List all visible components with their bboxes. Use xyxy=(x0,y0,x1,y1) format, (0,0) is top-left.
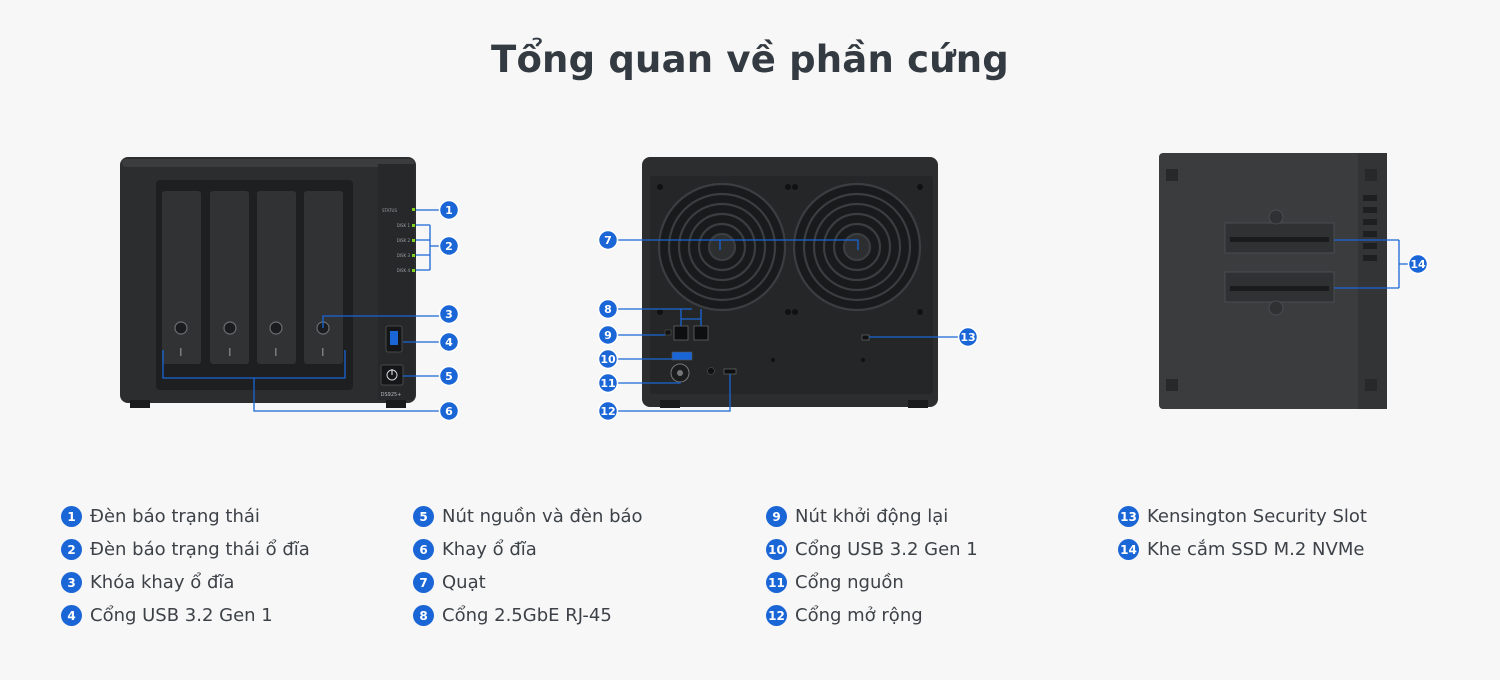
legend-item: 12 Cổng mở rộng xyxy=(766,599,978,632)
legend-label: Quạt xyxy=(442,572,486,593)
callout-10: 10 xyxy=(597,348,619,370)
svg-text:13: 13 xyxy=(960,331,975,344)
bottom-leader-lines xyxy=(1334,239,1409,289)
legend-label: Kensington Security Slot xyxy=(1147,506,1367,527)
legend-label: Nút nguồn và đèn báo xyxy=(442,506,643,527)
legend-item: 5 Nút nguồn và đèn báo xyxy=(413,500,643,533)
svg-text:2: 2 xyxy=(445,240,453,253)
legend-item: 13 Kensington Security Slot xyxy=(1118,500,1367,533)
drive-trays xyxy=(162,191,343,364)
legend-item: 7 Quạt xyxy=(413,566,643,599)
svg-text:10: 10 xyxy=(600,353,616,366)
led-label-status: STATUS xyxy=(382,208,397,213)
callout-2: 2 xyxy=(438,235,460,257)
callout-7: 7 xyxy=(597,229,619,251)
legend-label: Khay ổ đĩa xyxy=(442,539,537,560)
callout-6: 6 xyxy=(438,400,460,422)
legend-label: Cổng 2.5GbE RJ-45 xyxy=(442,605,612,626)
front-status-leds: STATUS DISK 1 DISK 2 DISK 3 DISK 4 xyxy=(382,208,415,273)
legend-item: 11 Cổng nguồn xyxy=(766,566,978,599)
legend-item: 8 Cổng 2.5GbE RJ-45 xyxy=(413,599,643,632)
led-label-disk2: DISK 2 xyxy=(397,238,411,243)
svg-text:5: 5 xyxy=(445,370,453,383)
callout-4: 4 xyxy=(438,331,460,353)
led-label-disk4: DISK 4 xyxy=(397,268,411,273)
legend-badge: 1 xyxy=(61,506,82,527)
svg-text:8: 8 xyxy=(604,303,612,316)
legend-badge: 8 xyxy=(413,605,434,626)
legend-item: 10 Cổng USB 3.2 Gen 1 xyxy=(766,533,978,566)
power-button xyxy=(380,364,404,386)
rear-leader-lines xyxy=(618,239,960,412)
m2-ssd-slots xyxy=(1224,209,1335,316)
legend-item: 14 Khe cắm SSD M.2 NVMe xyxy=(1118,533,1367,566)
front-view-figure: STATUS DISK 1 DISK 2 DISK 3 DISK 4 DS925… xyxy=(110,150,470,425)
fan-screws xyxy=(657,184,923,315)
legend-item: 4 Cổng USB 3.2 Gen 1 xyxy=(61,599,310,632)
svg-text:12: 12 xyxy=(600,405,615,418)
callout-1: 1 xyxy=(438,199,460,221)
front-usb-port xyxy=(385,325,403,353)
legend-label: Khóa khay ổ đĩa xyxy=(90,572,235,593)
led-label-disk1: DISK 1 xyxy=(397,223,411,228)
legend-badge: 11 xyxy=(766,572,787,593)
legend-column-1: 1 Đèn báo trạng thái 2 Đèn báo trạng thái … xyxy=(61,500,310,632)
legend-badge: 4 xyxy=(61,605,82,626)
legend-item: 2 Đèn báo trạng thái ổ đĩa xyxy=(61,533,310,566)
svg-text:4: 4 xyxy=(445,336,453,349)
legend-item: 3 Khóa khay ổ đĩa xyxy=(61,566,310,599)
callout-9: 9 xyxy=(597,324,619,346)
legend-column-4: 13 Kensington Security Slot 14 Khe cắm SSD… xyxy=(1118,500,1367,566)
svg-text:7: 7 xyxy=(604,234,612,247)
front-leader-lines xyxy=(162,209,440,412)
callout-14: 14 xyxy=(1407,253,1429,275)
bottom-view-figure: 14 xyxy=(1150,145,1450,420)
svg-text:9: 9 xyxy=(604,329,612,342)
cooling-fans xyxy=(657,182,922,312)
legend-badge: 6 xyxy=(413,539,434,560)
svg-text:1: 1 xyxy=(445,204,453,217)
legend-badge: 13 xyxy=(1118,506,1139,527)
svg-text:3: 3 xyxy=(445,308,453,321)
legend-label: Nút khởi động lại xyxy=(795,506,949,527)
legend-item: 6 Khay ổ đĩa xyxy=(413,533,643,566)
led-label-disk3: DISK 3 xyxy=(397,253,411,258)
svg-text:6: 6 xyxy=(445,405,453,418)
legend-badge: 7 xyxy=(413,572,434,593)
callout-5: 5 xyxy=(438,365,460,387)
legend-label: Cổng USB 3.2 Gen 1 xyxy=(795,539,978,560)
page-title: Tổng quan về phần cứng xyxy=(491,38,1009,81)
legend-label: Đèn báo trạng thái xyxy=(90,506,260,527)
legend-label: Khe cắm SSD M.2 NVMe xyxy=(1147,539,1365,560)
legend-badge: 3 xyxy=(61,572,82,593)
legend-badge: 5 xyxy=(413,506,434,527)
vent-slots xyxy=(1363,195,1377,261)
callout-3: 3 xyxy=(438,303,460,325)
model-label: DS925+ xyxy=(381,392,402,398)
callout-11: 11 xyxy=(597,372,619,394)
legend-badge: 12 xyxy=(766,605,787,626)
legend-item: 1 Đèn báo trạng thái xyxy=(61,500,310,533)
svg-text:14: 14 xyxy=(1410,258,1426,271)
callout-13: 13 xyxy=(957,326,979,348)
rear-view-figure: 7 8 9 10 11 12 13 xyxy=(590,150,990,425)
legend-badge: 9 xyxy=(766,506,787,527)
rear-ports xyxy=(664,325,870,383)
legend-label: Đèn báo trạng thái ổ đĩa xyxy=(90,539,310,560)
callout-12: 12 xyxy=(597,400,619,422)
legend-label: Cổng nguồn xyxy=(795,572,904,593)
legend-badge: 10 xyxy=(766,539,787,560)
legend-badge: 2 xyxy=(61,539,82,560)
legend-badge: 14 xyxy=(1118,539,1139,560)
legend-label: Cổng mở rộng xyxy=(795,605,923,626)
callout-8: 8 xyxy=(597,298,619,320)
legend-item: 9 Nút khởi động lại xyxy=(766,500,978,533)
legend-label: Cổng USB 3.2 Gen 1 xyxy=(90,605,273,626)
svg-text:11: 11 xyxy=(600,377,615,390)
